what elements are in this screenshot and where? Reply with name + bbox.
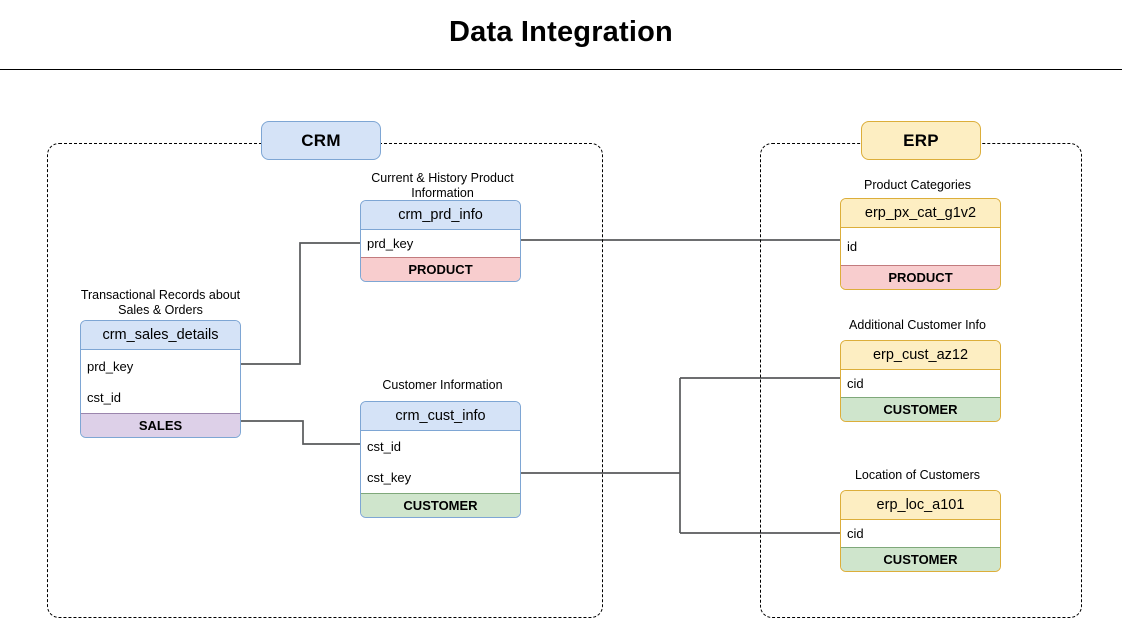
entity-crm-cust-info-fields: cst_id cst_key bbox=[361, 431, 520, 493]
field-cst-id[interactable]: cst_id bbox=[367, 439, 401, 454]
field-cst-id[interactable]: cst_id bbox=[87, 390, 121, 405]
entity-caption-crm-sales-details: Transactional Records about Sales & Orde… bbox=[80, 288, 241, 317]
entity-erp-cust-az12-name: erp_cust_az12 bbox=[841, 341, 1000, 370]
entity-caption-crm-cust-info: Customer Information bbox=[382, 378, 503, 392]
entity-crm-cust-info[interactable]: crm_cust_info cst_id cst_key CUSTOMER bbox=[360, 401, 521, 518]
entity-erp-cust-az12-fields: cid bbox=[841, 370, 1000, 397]
entity-crm-sales-details[interactable]: crm_sales_details prd_key cst_id SALES bbox=[80, 320, 241, 438]
entity-crm-prd-info-name: crm_prd_info bbox=[361, 201, 520, 230]
field-prd-key[interactable]: prd_key bbox=[87, 358, 134, 374]
field-prd-key[interactable]: prd_key bbox=[367, 236, 414, 251]
entity-crm-cust-info-footer: CUSTOMER bbox=[361, 493, 520, 517]
entity-erp-px-cat-fields: id bbox=[841, 228, 1000, 265]
field-cst-key[interactable]: cst_key bbox=[367, 470, 412, 485]
entity-erp-loc-a101-name: erp_loc_a101 bbox=[841, 491, 1000, 520]
entity-erp-loc-a101[interactable]: erp_loc_a101 cid CUSTOMER bbox=[840, 490, 1001, 572]
entity-crm-prd-info-fields: prd_key bbox=[361, 230, 520, 257]
title-divider bbox=[0, 69, 1122, 70]
entity-crm-sales-details-footer: SALES bbox=[81, 413, 240, 437]
entity-erp-px-cat-name: erp_px_cat_g1v2 bbox=[841, 199, 1000, 228]
entity-caption-erp-px-cat: Product Categories bbox=[863, 178, 971, 192]
entity-crm-prd-info[interactable]: crm_prd_info prd_key PRODUCT bbox=[360, 200, 521, 282]
entity-crm-prd-info-footer: PRODUCT bbox=[361, 257, 520, 281]
system-badge-crm[interactable]: CRM bbox=[261, 121, 381, 160]
system-badge-erp-label: ERP bbox=[903, 130, 939, 150]
entity-erp-loc-a101-fields: cid bbox=[841, 520, 1000, 547]
system-badge-erp[interactable]: ERP bbox=[861, 121, 981, 160]
entity-erp-loc-a101-footer: CUSTOMER bbox=[841, 547, 1000, 571]
entity-erp-cust-az12-footer: CUSTOMER bbox=[841, 397, 1000, 421]
entity-erp-px-cat-footer: PRODUCT bbox=[841, 265, 1000, 289]
entity-erp-px-cat-g1v2[interactable]: erp_px_cat_g1v2 id PRODUCT bbox=[840, 198, 1001, 290]
entity-crm-sales-details-fields: prd_key cst_id bbox=[81, 350, 240, 413]
entity-erp-cust-az12[interactable]: erp_cust_az12 cid CUSTOMER bbox=[840, 340, 1001, 422]
page-title: Data Integration bbox=[449, 16, 673, 48]
field-cid[interactable]: cid bbox=[847, 376, 864, 391]
entity-crm-sales-details-name: crm_sales_details bbox=[81, 321, 240, 350]
entity-caption-erp-cust-az12: Additional Customer Info bbox=[849, 318, 986, 332]
entity-caption-crm-prd-info: Current & History Product Information bbox=[371, 171, 514, 200]
entity-crm-cust-info-name: crm_cust_info bbox=[361, 402, 520, 431]
field-cid[interactable]: cid bbox=[847, 526, 864, 541]
system-badge-crm-label: CRM bbox=[301, 130, 341, 150]
field-id[interactable]: id bbox=[847, 239, 858, 254]
entity-caption-erp-loc-a101: Location of Customers bbox=[854, 468, 981, 482]
